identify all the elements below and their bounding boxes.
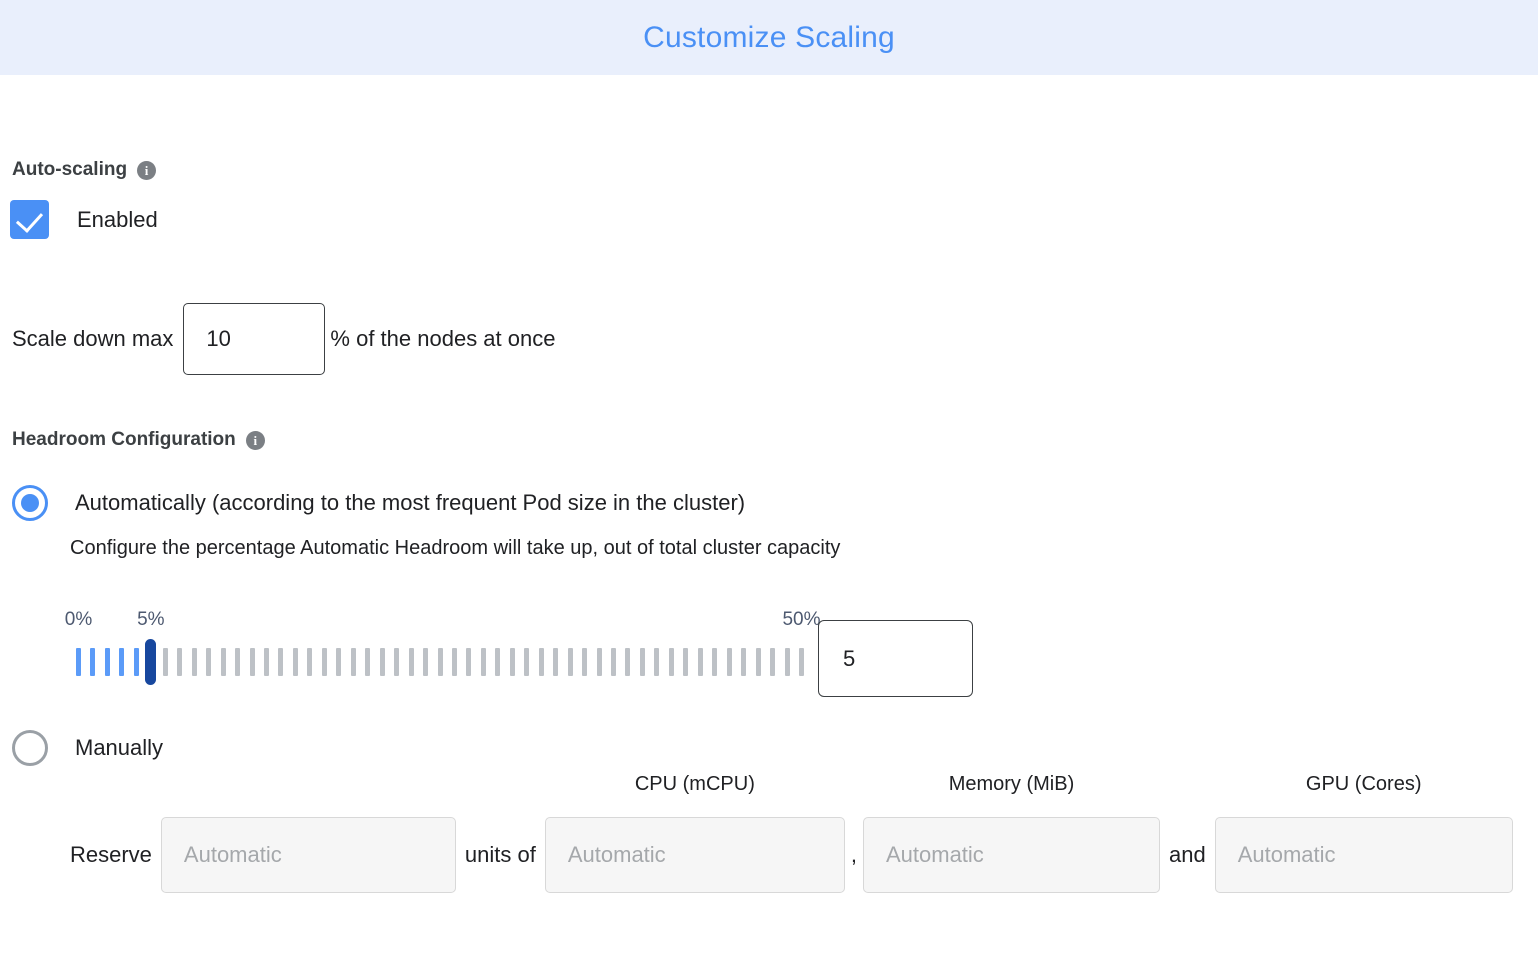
slider-tick — [336, 648, 342, 676]
dialog-header: Customize Scaling — [0, 0, 1538, 75]
info-icon[interactable]: i — [137, 160, 157, 180]
scale-down-max-label: Scale down max — [12, 326, 174, 351]
slider-tick — [524, 648, 530, 676]
slider-tick — [611, 648, 617, 676]
headroom-description: Configure the percentage Automatic Headr… — [70, 537, 841, 559]
headroom-label-text: Headroom Configuration — [12, 429, 236, 450]
slider-tick — [249, 648, 255, 676]
memory-field-caption: Memory (MiB) — [948, 773, 1075, 795]
gpu-field-caption: GPU (Cores) — [1305, 773, 1422, 795]
cpu-field-group: CPU (mCPU) Automatic — [544, 773, 845, 893]
slider-tick — [784, 648, 790, 676]
slider-tick — [712, 648, 718, 676]
slider-tick-labels: 0% 5% 50% — [65, 609, 976, 637]
slider-tick — [379, 648, 385, 676]
slider-tick — [639, 648, 645, 676]
reserve-units-input[interactable]: Automatic — [160, 817, 456, 893]
slider-tick — [278, 648, 284, 676]
gpu-field-group: GPU (Cores) Automatic — [1214, 773, 1513, 893]
slider-tick — [770, 648, 776, 676]
slider-tick — [538, 648, 544, 676]
reserve-row: Reserve Automatic units of CPU (mCPU) Au… — [70, 773, 1513, 893]
slider-tick — [235, 648, 241, 676]
slider-tick — [408, 648, 414, 676]
slider-tick — [104, 648, 110, 676]
headroom-percent-input[interactable]: 5 — [818, 620, 973, 697]
gpu-input[interactable]: Automatic — [1214, 817, 1513, 893]
auto-scaling-section-label: Auto-scaling i — [12, 159, 157, 181]
slider-tick — [90, 648, 96, 676]
slider-min-label: 0% — [64, 609, 93, 630]
slider-tick — [307, 648, 313, 676]
slider-thumb[interactable] — [145, 639, 157, 685]
scale-down-max-suffix: % of the nodes at once — [330, 326, 556, 351]
slider-tick — [654, 648, 660, 676]
reserve-units-group: Automatic — [160, 817, 456, 893]
slider-tick — [119, 648, 125, 676]
slider-tick — [162, 648, 168, 676]
slider-tick — [755, 648, 761, 676]
headroom-slider[interactable]: 0% 5% 50% — [65, 609, 976, 685]
auto-scaling-enabled-row[interactable]: Enabled — [10, 200, 158, 239]
info-icon[interactable]: i — [245, 430, 265, 450]
slider-tick — [625, 648, 631, 676]
radio-automatic[interactable] — [12, 485, 48, 521]
radio-manually-label: Manually — [75, 735, 164, 760]
slider-tick — [683, 648, 689, 676]
slider-tick — [191, 648, 197, 676]
reserve-label: Reserve — [70, 842, 152, 867]
slider-max-label: 50% — [782, 609, 821, 630]
slider-tick — [263, 648, 269, 676]
slider-tick — [321, 648, 327, 676]
slider-tick — [480, 648, 486, 676]
scale-down-max-input[interactable]: 10 — [183, 303, 326, 375]
scale-down-max-row: Scale down max 10 % of the nodes at once — [12, 303, 555, 375]
headroom-section-label: Headroom Configuration i — [12, 429, 265, 451]
slider-tick — [495, 648, 501, 676]
headroom-option-automatic[interactable]: Automatically (according to the most fre… — [12, 485, 745, 521]
slider-tick — [553, 648, 559, 676]
slider-tick — [582, 648, 588, 676]
enabled-checkbox-label: Enabled — [77, 206, 158, 232]
headroom-option-manual[interactable]: Manually — [12, 730, 163, 766]
slider-tick — [133, 648, 139, 676]
slider-track[interactable] — [76, 639, 804, 685]
slider-tick — [509, 648, 515, 676]
cpu-field-caption: CPU (mCPU) — [634, 773, 755, 795]
slider-tick — [220, 648, 226, 676]
slider-tick — [596, 648, 602, 676]
dialog-body: Auto-scaling i Enabled Scale down max 10… — [0, 75, 1538, 970]
slider-tick — [394, 648, 400, 676]
slider-tick — [726, 648, 732, 676]
and-label: and — [1168, 842, 1206, 867]
slider-tick — [76, 648, 81, 676]
units-of-label: units of — [464, 842, 536, 867]
slider-tick — [668, 648, 674, 676]
slider-tick — [741, 648, 747, 676]
comma-separator: , — [850, 842, 857, 867]
cpu-input[interactable]: Automatic — [544, 817, 845, 893]
slider-tick — [437, 648, 443, 676]
memory-input[interactable]: Automatic — [862, 817, 1160, 893]
slider-tick — [206, 648, 212, 676]
radio-automatic-label: Automatically (according to the most fre… — [75, 490, 746, 515]
slider-current-label: 5% — [137, 609, 165, 630]
slider-tick — [451, 648, 457, 676]
auto-scaling-label-text: Auto-scaling — [12, 159, 128, 180]
slider-tick — [365, 648, 371, 676]
slider-tick — [177, 648, 183, 676]
enabled-checkbox[interactable] — [10, 200, 49, 239]
radio-manually[interactable] — [12, 730, 48, 766]
slider-tick — [350, 648, 356, 676]
slider-tick — [799, 648, 804, 676]
slider-tick — [697, 648, 703, 676]
page-title: Customize Scaling — [643, 20, 895, 54]
slider-tick — [466, 648, 472, 676]
slider-tick — [567, 648, 573, 676]
memory-field-group: Memory (MiB) Automatic — [862, 773, 1160, 893]
slider-tick — [423, 648, 429, 676]
slider-tick — [292, 648, 298, 676]
